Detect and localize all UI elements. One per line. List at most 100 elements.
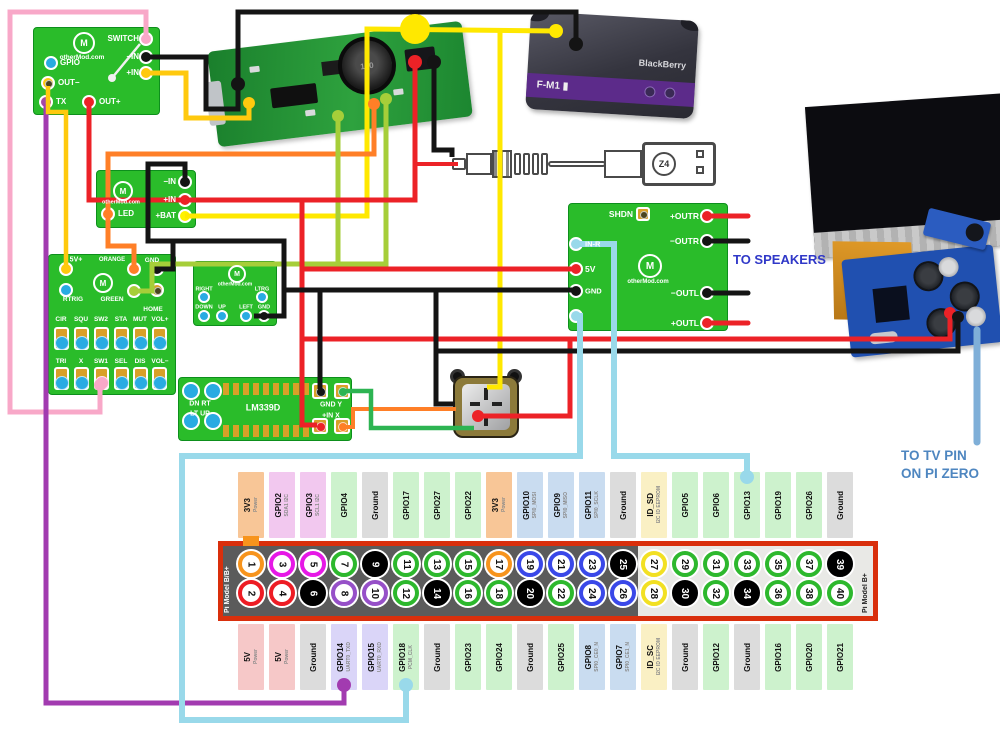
pad-label: RTRIG	[62, 295, 84, 303]
pin-number: 7	[338, 561, 350, 567]
gpio-label-gpio12: GPIO12	[703, 624, 729, 690]
solder-pad	[132, 326, 148, 350]
gpio-pin-name: Ground	[618, 490, 628, 520]
usb-pin-square	[696, 150, 704, 158]
othermod-logo-icon: M	[93, 273, 113, 293]
pin-number: 12	[400, 587, 412, 599]
gpio-pin-name: GPIO26	[804, 490, 814, 520]
gpio-label-gpio27: GPIO27	[424, 472, 450, 538]
gpio-pin-23: 23	[579, 551, 605, 577]
solder-pad	[39, 95, 53, 109]
pin-number: 1	[245, 561, 257, 567]
solder-pad	[44, 56, 58, 70]
solder-pad	[127, 262, 141, 276]
pad-label: X	[78, 357, 84, 365]
pin-number: 33	[741, 558, 753, 570]
pad-hole	[115, 376, 129, 390]
gpio-pin-name: Ground	[308, 642, 318, 672]
pad-label: ORANGE	[98, 257, 126, 263]
pin-number: 6	[307, 590, 319, 596]
gpio-pin-34: 34	[734, 580, 760, 606]
pin-number: 2	[245, 590, 257, 596]
pad-label: SEL	[114, 357, 128, 365]
solder-pad	[73, 326, 89, 350]
gpio-label-ground: Ground	[672, 624, 698, 690]
gpio-label-ground: Ground	[300, 624, 326, 690]
wire-junction-dot	[549, 24, 563, 38]
solder-pad	[312, 418, 328, 434]
gpio-pin-name: Ground	[680, 642, 690, 672]
gpio-pin-1: 1	[238, 551, 264, 577]
pad-label: −IN	[126, 52, 139, 61]
gpio-pin-17: 17	[486, 551, 512, 577]
pcb-edge	[204, 80, 227, 127]
gpio-pin-name: Ground	[525, 642, 535, 672]
gpio-pin-26: 26	[610, 580, 636, 606]
solder-pad	[53, 366, 69, 390]
gpio-pin-18: 18	[486, 580, 512, 606]
gpio-pin-name: GPIO2	[274, 492, 283, 518]
pad-label: GND	[257, 304, 271, 311]
wire-junction-dot	[399, 678, 413, 692]
wire-junction-dot	[408, 55, 422, 69]
gpio-pin-4: 4	[269, 580, 295, 606]
gpio-pin-12: 12	[393, 580, 419, 606]
pin-number: 17	[493, 558, 505, 570]
pin-number: 24	[586, 587, 598, 599]
solder-pad	[334, 418, 350, 434]
gpio-pin-name: GPIO9	[553, 492, 562, 518]
solder-pad	[41, 76, 55, 90]
solder-pad	[139, 50, 153, 64]
pin-number: 34	[741, 587, 753, 599]
brand-amp: otherMod.com	[627, 279, 669, 285]
gpio-label-gpio26: GPIO26	[796, 472, 822, 538]
usb-plug-body	[642, 142, 716, 186]
pad-label: GREEN	[100, 295, 124, 303]
gpio-pin-function: Power	[284, 649, 290, 665]
othermod-logo-icon: M	[113, 181, 133, 201]
pin-number: 13	[431, 558, 443, 570]
pad-label: HOME	[143, 305, 163, 313]
pad-label: VOL+	[151, 315, 169, 323]
inductor: 100	[334, 33, 400, 98]
pin-number: 18	[493, 587, 505, 599]
gpio-label-gpio17: GPIO17	[393, 472, 419, 538]
gpio-pin-name: GPIO27	[432, 490, 442, 520]
gpio-label-gpio6: GPIO6	[703, 472, 729, 538]
gpio-pin-36: 36	[765, 580, 791, 606]
othermod-logo-icon: M	[73, 32, 95, 54]
gpio-pin-9: 9	[362, 551, 388, 577]
cable-ridge	[514, 153, 521, 175]
gpio-pin-name: GPIO7	[615, 644, 624, 670]
solder-pad	[216, 310, 228, 322]
gpio-pin-function: Power	[501, 497, 507, 513]
usb-logo: Z4	[652, 152, 676, 176]
wire	[342, 407, 456, 429]
gpio-pin-function: SPI0_MOSI	[532, 491, 538, 519]
gpio-pin-5: 5	[300, 551, 326, 577]
gpio-label-gpio20: GPIO20	[796, 624, 822, 690]
pin-number: 40	[834, 587, 846, 599]
pin-number: 28	[648, 587, 660, 599]
driver-cap	[964, 305, 987, 328]
pad-label: STA	[114, 315, 128, 323]
pad-label: 5V	[585, 263, 596, 274]
pad-label: DOWN	[195, 304, 213, 311]
gpio-pin-33: 33	[734, 551, 760, 577]
solder-pad	[182, 382, 200, 400]
solder-pad	[151, 366, 167, 390]
pad-label: OUT−	[58, 78, 80, 87]
gpio-left-label: Pi Model B/B+	[224, 566, 231, 613]
capacitor	[393, 88, 404, 96]
stick-slit	[484, 388, 488, 400]
pad-label: MUT	[132, 315, 148, 323]
pin-number: 10	[369, 587, 381, 599]
gpio-pin-function: SPI0_MISO	[563, 491, 569, 519]
gpio-pin-8: 8	[331, 580, 357, 606]
gpio-pin-40: 40	[827, 580, 853, 606]
gpio-pin-24: 24	[579, 580, 605, 606]
